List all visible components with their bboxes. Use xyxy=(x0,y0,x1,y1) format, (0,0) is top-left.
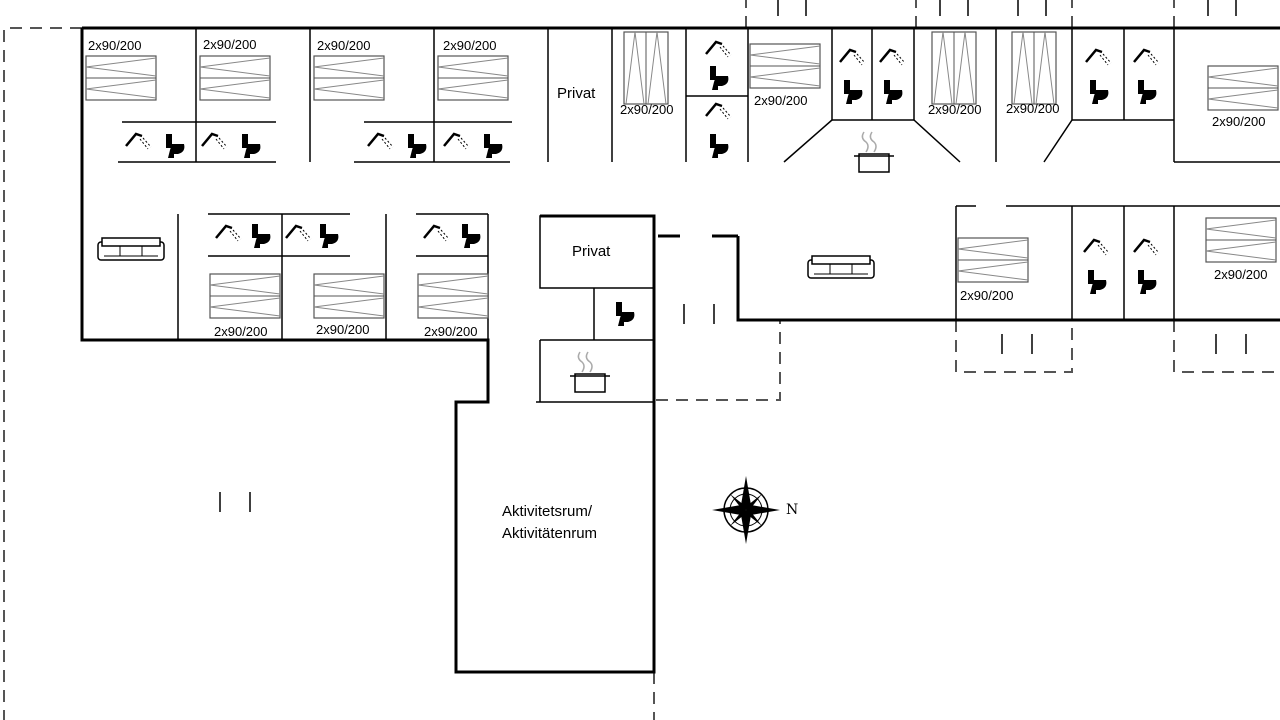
bed-4 xyxy=(437,55,509,101)
bed-8 xyxy=(1011,31,1057,105)
toilet-icon xyxy=(710,66,729,90)
bed-14 xyxy=(1205,217,1277,263)
toilet-icon xyxy=(462,224,481,248)
bed-label: 2x90/200 xyxy=(1006,101,1060,116)
compass-rose-icon xyxy=(712,476,780,544)
compass-north-label: N xyxy=(786,502,798,518)
sofa-icon xyxy=(97,237,165,261)
toilet-icon xyxy=(710,134,729,158)
terrace-outlines xyxy=(3,0,1280,720)
toilet-icon xyxy=(1138,80,1157,104)
bed-3 xyxy=(313,55,385,101)
cooking-pot-icon xyxy=(853,131,895,173)
toilet-icon xyxy=(1088,270,1107,294)
shower-icon xyxy=(1082,238,1111,257)
bed-label: 2x90/200 xyxy=(960,288,1014,303)
bed-label: 2x90/200 xyxy=(928,102,982,117)
interior-walls xyxy=(118,0,1280,512)
bed-label: 2x90/200 xyxy=(754,93,808,108)
bed-label: 2x90/200 xyxy=(316,322,370,337)
outer-walls xyxy=(80,26,1280,674)
toilet-icon xyxy=(408,134,427,158)
bed-label: 2x90/200 xyxy=(1212,114,1266,129)
bed-label: 2x90/200 xyxy=(424,324,478,339)
shower-icon xyxy=(1132,48,1161,67)
cooking-pot-icon xyxy=(569,351,611,393)
room-label-activity-line1: Aktivitetsrum/ xyxy=(502,503,593,520)
toilet-icon xyxy=(320,224,339,248)
bed-7 xyxy=(931,31,977,105)
bed-label: 2x90/200 xyxy=(317,38,371,53)
bed-1 xyxy=(85,55,157,101)
bed-label: 2x90/200 xyxy=(203,37,257,52)
bed-label: 2x90/200 xyxy=(1214,267,1268,282)
room-label-privat-mid: Privat xyxy=(572,243,611,260)
beds xyxy=(85,31,1279,319)
bed-2 xyxy=(199,55,271,101)
bed-6 xyxy=(749,43,821,89)
shower-icon xyxy=(878,48,907,67)
shower-icon xyxy=(200,132,229,151)
shower-icon xyxy=(704,40,733,59)
bed-label: 2x90/200 xyxy=(214,324,268,339)
bed-13 xyxy=(957,237,1029,283)
toilet-icon xyxy=(252,224,271,248)
toilet-icon xyxy=(166,134,185,158)
bed-10 xyxy=(209,273,281,319)
shower-icon xyxy=(214,224,243,243)
toilet-icon xyxy=(884,80,903,104)
shower-icon xyxy=(366,132,395,151)
bed-9 xyxy=(1207,65,1279,111)
bed-label: 2x90/200 xyxy=(88,38,142,53)
toilet-icon xyxy=(242,134,261,158)
bed-12 xyxy=(417,273,489,319)
bed-11 xyxy=(313,273,385,319)
room-label-privat-top: Privat xyxy=(557,85,596,102)
shower-icon xyxy=(1084,48,1113,67)
toilet-icon xyxy=(844,80,863,104)
room-label-activity-line2: Aktivitätenrum xyxy=(502,525,597,542)
bed-label: 2x90/200 xyxy=(620,102,674,117)
shower-icon xyxy=(838,48,867,67)
toilet-icon xyxy=(616,302,635,326)
toilet-icon xyxy=(1138,270,1157,294)
shower-icon xyxy=(422,224,451,243)
bed-label: 2x90/200 xyxy=(443,38,497,53)
sofa-icon xyxy=(807,255,875,279)
toilet-icon xyxy=(1090,80,1109,104)
shower-icon xyxy=(1132,238,1161,257)
bed-labels: 2x90/200 2x90/200 2x90/200 2x90/200 2x90… xyxy=(88,37,1268,339)
bed-5 xyxy=(623,31,669,105)
shower-icon xyxy=(442,132,471,151)
toilet-icon xyxy=(484,134,503,158)
shower-icon xyxy=(124,132,153,151)
shower-icon xyxy=(704,102,733,121)
shower-icon xyxy=(284,224,313,243)
